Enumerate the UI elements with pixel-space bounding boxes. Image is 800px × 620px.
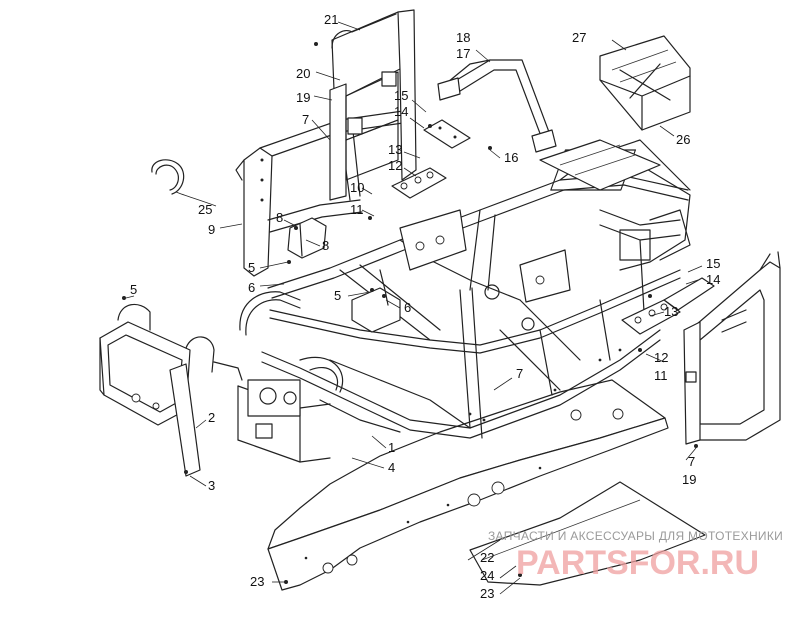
callout-16: 16 <box>504 150 518 165</box>
callout-25: 25 <box>198 202 212 217</box>
callout-23: 23 <box>250 574 264 589</box>
rops-left-side <box>235 109 411 277</box>
callout-labels: 21 20 19 7 18 17 15 14 13 12 16 10 11 27… <box>130 12 720 601</box>
bracket-upper <box>391 119 471 199</box>
callout-27: 27 <box>572 30 586 45</box>
callout-18: 18 <box>456 30 470 45</box>
callout-22: 22 <box>480 550 494 565</box>
callout-7: 7 <box>688 454 695 469</box>
callout-12: 12 <box>654 350 668 365</box>
callout-14: 14 <box>706 272 720 287</box>
callout-20: 20 <box>296 66 310 81</box>
watermark-logo: PARTSFOR.RU <box>516 544 759 582</box>
callout-17: 17 <box>456 46 470 61</box>
storage-box <box>599 35 691 131</box>
seat-back-frame <box>314 9 417 201</box>
callout-5: 5 <box>334 288 341 303</box>
callout-19: 19 <box>682 472 696 487</box>
callout-5: 5 <box>130 282 137 297</box>
callout-10: 10 <box>350 180 364 195</box>
callout-26: 26 <box>676 132 690 147</box>
bracket-lower-right <box>621 277 715 335</box>
callout-8: 8 <box>322 238 329 253</box>
callout-6: 6 <box>248 280 255 295</box>
callout-13: 13 <box>664 304 678 319</box>
leader-lines <box>125 21 703 595</box>
callout-14: 14 <box>394 104 408 119</box>
watermark-caption: ЗАПЧАСТИ И АКСЕССУАРЫ ДЛЯ МОТОТЕХНИКИ <box>488 529 783 543</box>
callout-19: 19 <box>296 90 310 105</box>
callout-1: 1 <box>388 440 395 455</box>
callout-7: 7 <box>302 112 309 127</box>
callout-8: 8 <box>276 210 283 225</box>
callout-15: 15 <box>706 256 720 271</box>
clamp-25 <box>151 159 185 195</box>
callout-11: 11 <box>654 368 668 383</box>
skid-plate-24 <box>469 481 706 586</box>
callout-13: 13 <box>388 142 402 157</box>
callout-24: 24 <box>480 568 494 583</box>
callout-11: 11 <box>350 202 364 217</box>
callout-7: 7 <box>516 366 523 381</box>
callout-15: 15 <box>394 88 408 103</box>
callout-21: 21 <box>324 12 338 27</box>
roof-crossbar <box>437 59 557 153</box>
callout-9: 9 <box>208 222 215 237</box>
callout-4: 4 <box>388 460 395 475</box>
callout-2: 2 <box>208 410 215 425</box>
front-bumper-bracket <box>99 303 243 477</box>
rops-right-side <box>683 251 781 445</box>
hardware-points <box>122 124 698 584</box>
skid-plate-22 <box>267 379 669 591</box>
callout-12: 12 <box>388 158 402 173</box>
callout-5: 5 <box>248 260 255 275</box>
watermark: ЗАПЧАСТИ И АКСЕССУАРЫ ДЛЯ МОТОТЕХНИКИ PA… <box>488 529 783 582</box>
bracket-center <box>287 217 401 333</box>
callout-23: 23 <box>480 586 494 601</box>
callout-6: 6 <box>404 300 411 315</box>
main-frame <box>237 139 691 463</box>
callout-3: 3 <box>208 478 215 493</box>
